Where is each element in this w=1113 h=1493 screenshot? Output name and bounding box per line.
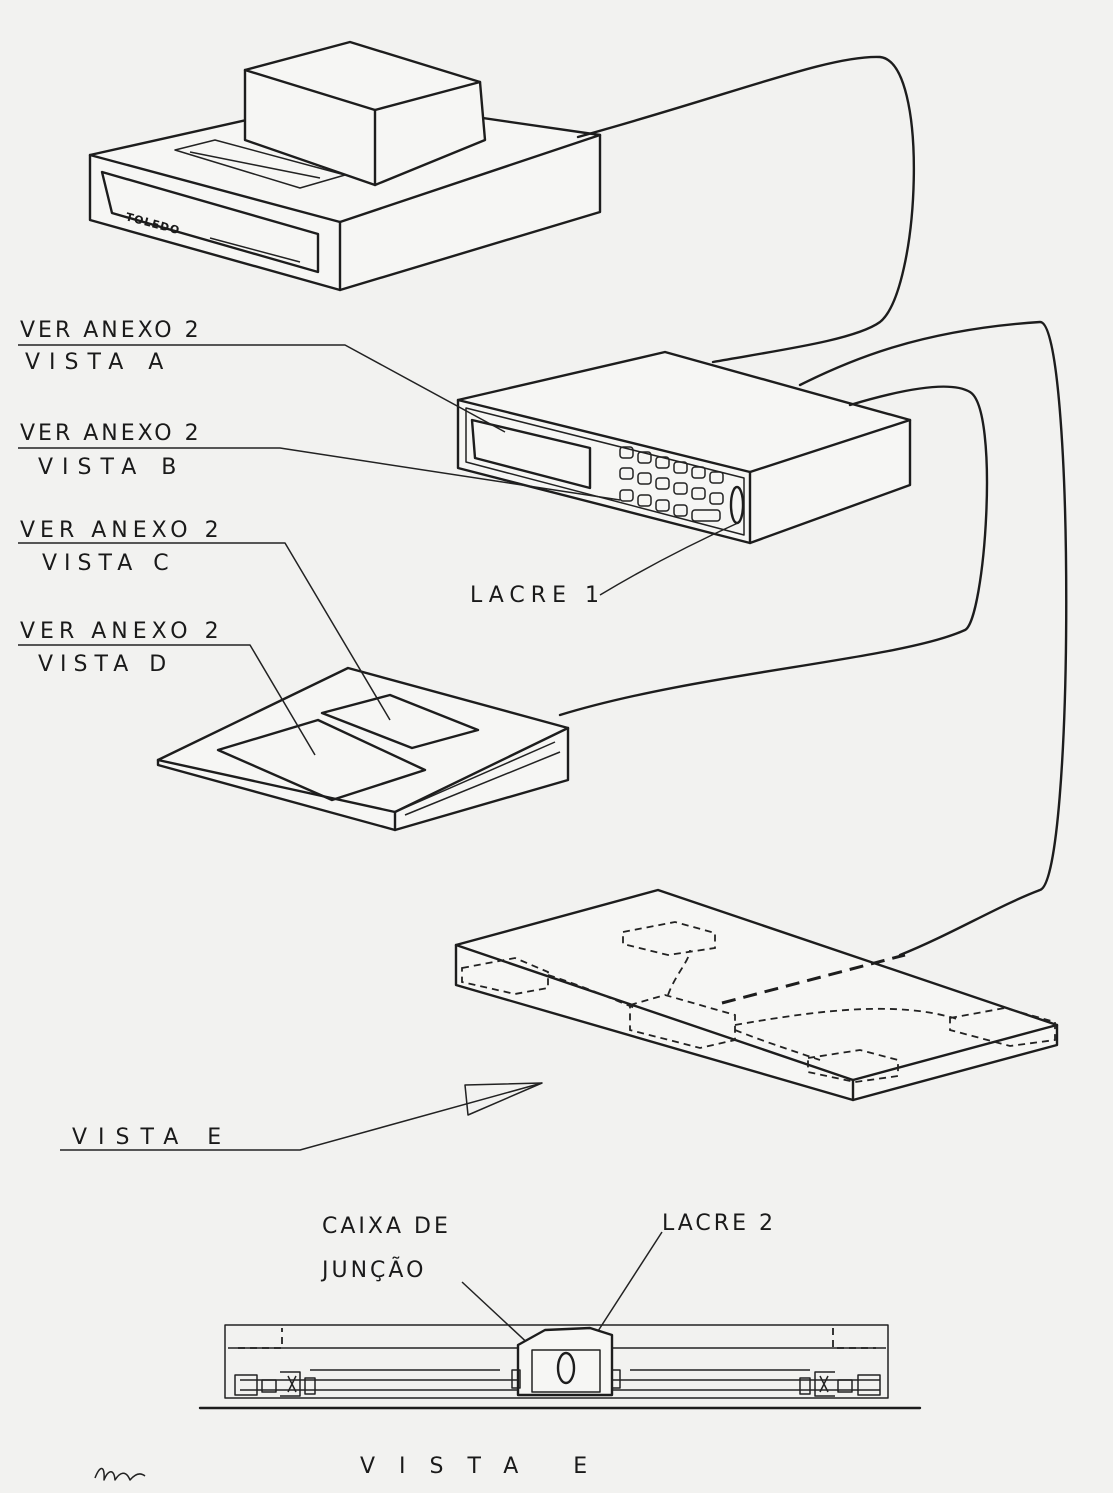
label-juncao: JUNÇÃO <box>322 1258 427 1283</box>
label-vista-a: VISTA A <box>25 350 173 375</box>
label-vista-e-title: VISTA E <box>360 1454 612 1479</box>
label-ver-anexo-a: VER ANEXO 2 <box>20 318 202 343</box>
section-view <box>198 1324 922 1410</box>
label-lacre-2: LACRE 2 <box>662 1211 776 1236</box>
leader-lines <box>18 344 741 1363</box>
label-vista-d: VISTA D <box>38 652 174 677</box>
printer: TOLEDO <box>88 40 916 364</box>
label-ver-anexo-b: VER ANEXO 2 <box>20 421 202 446</box>
platform <box>454 888 1059 1102</box>
label-vista-c: VISTA C <box>42 551 176 576</box>
label-vista-e-arrow: VISTA E <box>72 1125 233 1150</box>
signature-mark <box>94 1467 146 1481</box>
indicator <box>456 320 1068 957</box>
label-caixa-de: CAIXA DE <box>322 1214 451 1239</box>
display-panel <box>156 666 570 832</box>
label-lacre-1: LACRE 1 <box>470 583 605 608</box>
label-ver-anexo-d: VER ANEXO 2 <box>20 619 224 644</box>
label-ver-anexo-c: VER ANEXO 2 <box>20 518 224 543</box>
label-vista-b: VISTA B <box>38 455 186 480</box>
